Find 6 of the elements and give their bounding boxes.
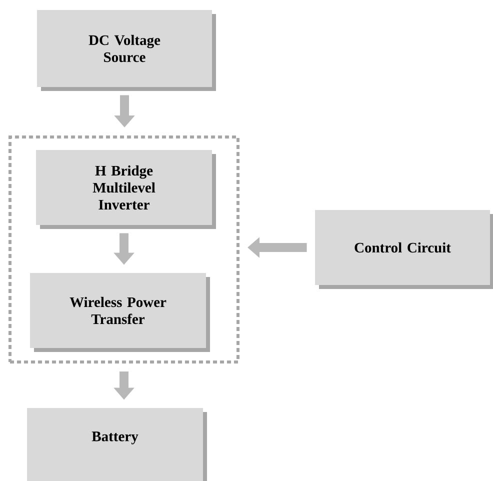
process-box: Wireless Power Transfer (30, 272, 210, 352)
process-box: DC Voltage Source (37, 10, 216, 91)
dashed-group-frame (8, 136, 240, 364)
process-box: Control Circuit (315, 210, 493, 289)
process-box: Battery (27, 408, 207, 481)
process-box: H Bridge Multilevel Inverter (36, 150, 216, 229)
